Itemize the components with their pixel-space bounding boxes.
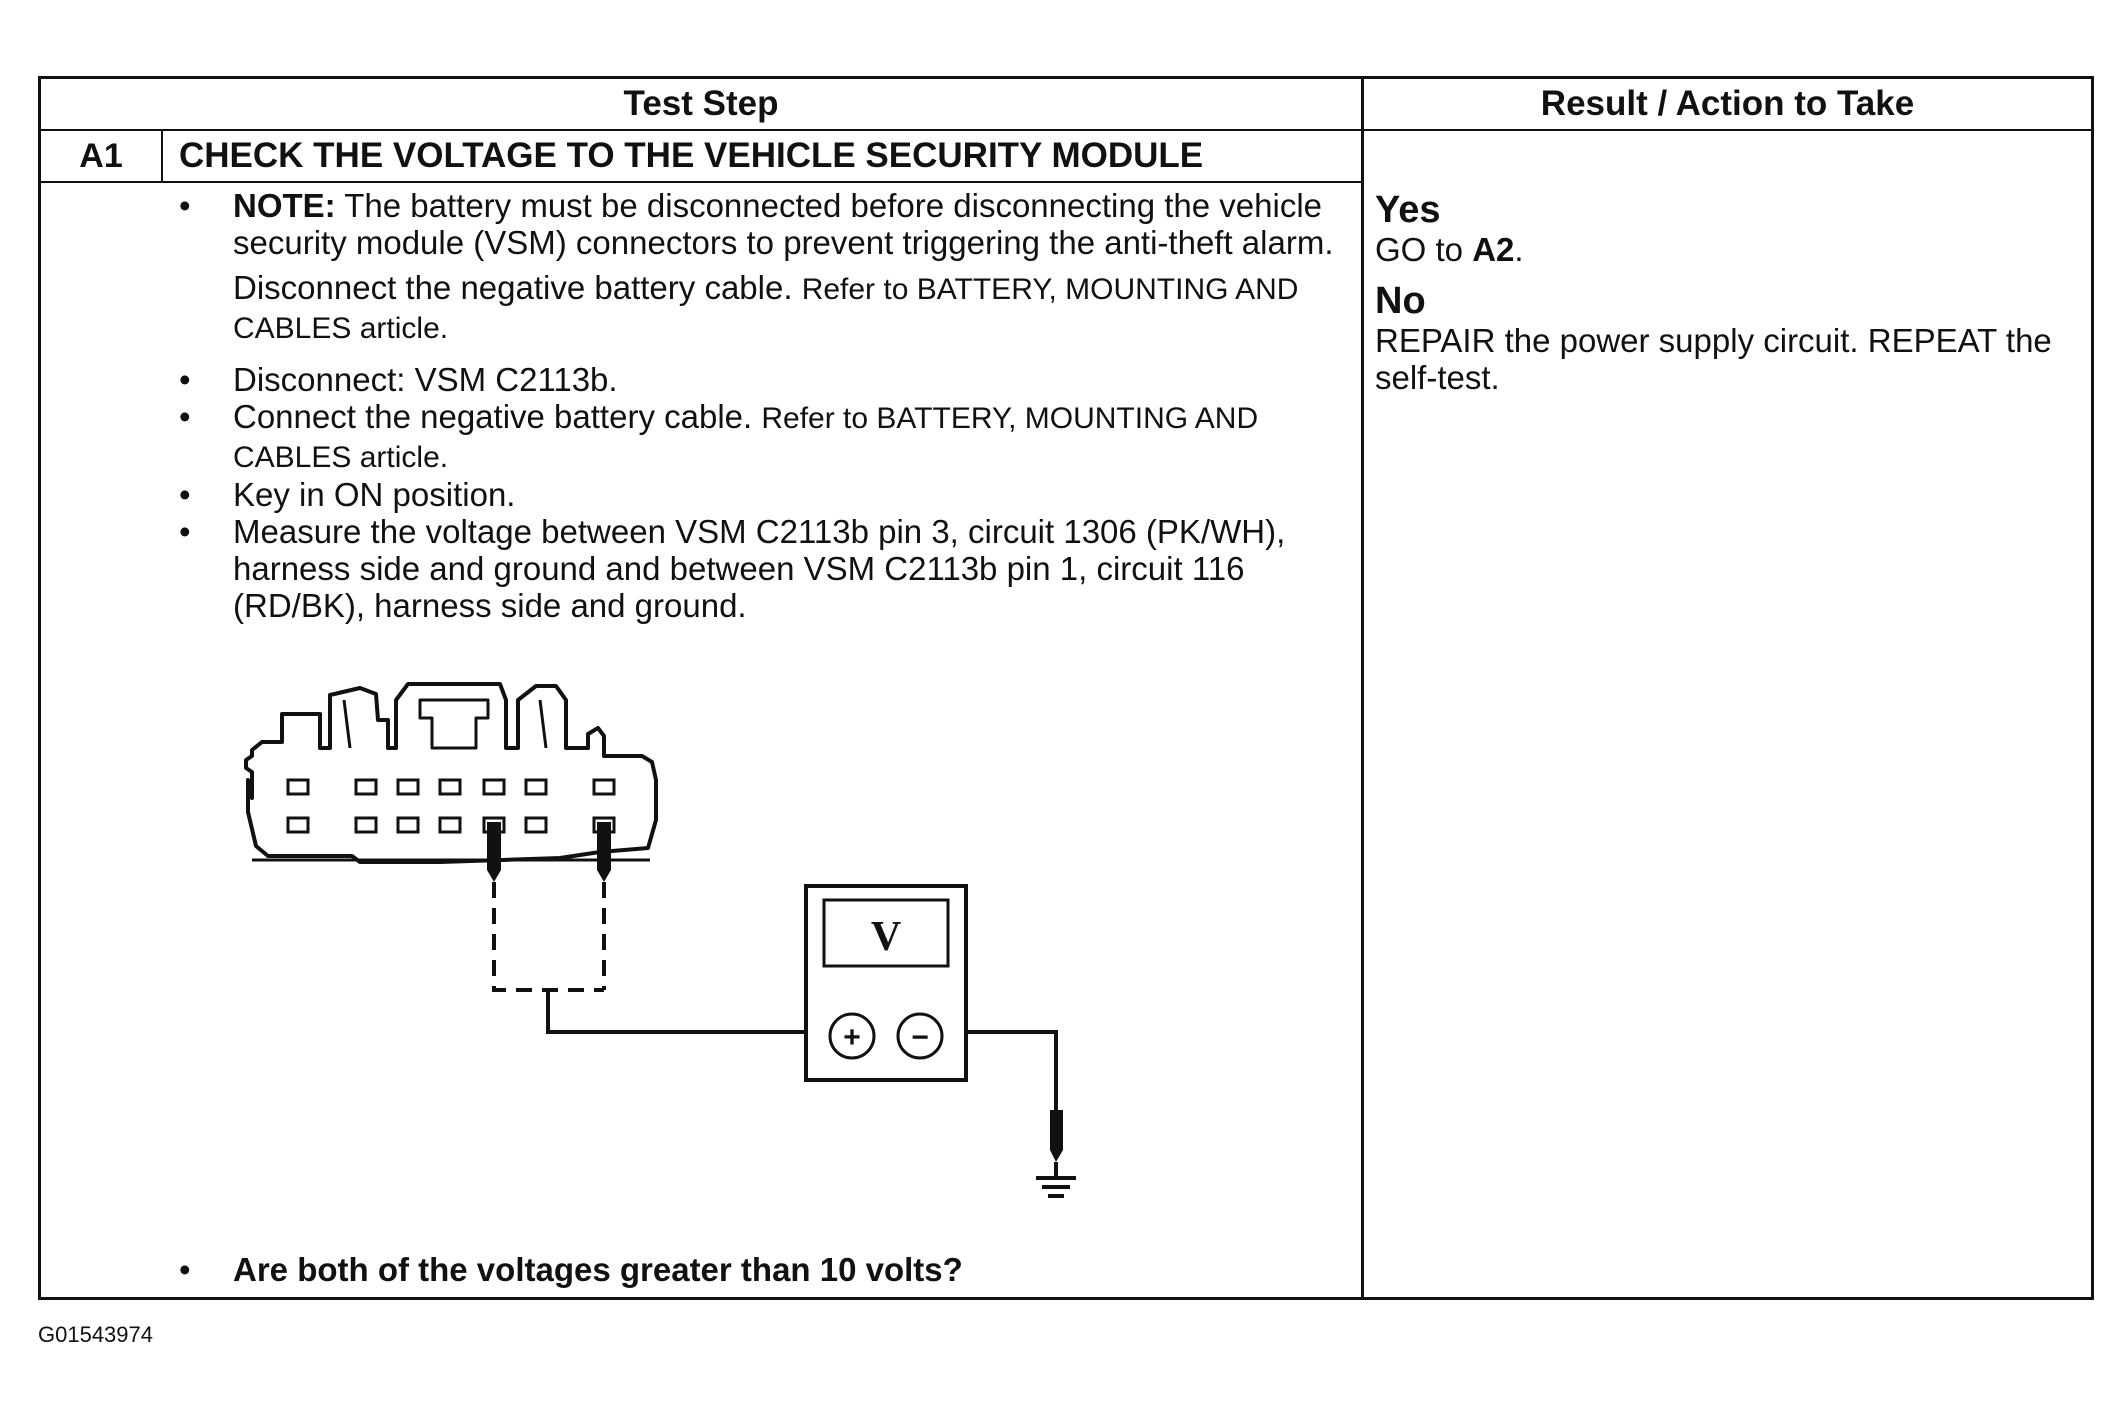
pin-cavity <box>396 816 420 834</box>
pin-cavities <box>286 778 616 834</box>
procedure-disconnect-vsm: • Disconnect: VSM C2113b. <box>171 361 1371 398</box>
voltmeter-icon: V + − <box>804 884 968 1082</box>
minus-sign: − <box>911 1021 929 1054</box>
procedure-question: • Are both of the voltages greater than 1… <box>171 1251 963 1289</box>
probe-tip-pin-3 <box>487 822 501 870</box>
pin-cavity <box>482 778 506 796</box>
disconnect-vsm-text: Disconnect: VSM C2113b. <box>233 361 618 398</box>
ground-probe-body <box>1050 1110 1063 1150</box>
step-id: A1 <box>79 137 123 175</box>
disconnect-cable-text: Disconnect the negative battery cable. <box>233 269 793 306</box>
plus-sign: + <box>843 1021 861 1054</box>
pin-cavity <box>592 778 616 796</box>
measure-text: Measure the voltage between VSM C2113b p… <box>233 513 1286 624</box>
bullet: • <box>179 476 191 513</box>
probe-tip-pin-1 <box>597 822 611 870</box>
pin-cavity <box>286 816 310 834</box>
pin-cavity <box>524 778 548 796</box>
pin-cavity <box>354 816 378 834</box>
procedure-measure: • Measure the voltage between VSM C2113b… <box>171 513 1371 624</box>
lead-from-minus <box>940 1030 1058 1110</box>
plus-terminal <box>828 1012 876 1060</box>
yes-action-suffix: . <box>1514 231 1524 268</box>
disconnect-cable-ref: Refer to BATTERY, MOUNTING AND CABLES ar… <box>233 273 1299 345</box>
no-action: REPAIR the power supply circuit. REPEAT … <box>1375 322 2052 396</box>
connector-latch-inner <box>342 699 548 749</box>
test-step-table: Test Step Result / Action to Take A1 CHE… <box>38 76 2094 1300</box>
step-row-rule <box>41 181 1361 183</box>
connect-cable-text: Connect the negative battery cable. <box>233 398 753 435</box>
procedure-disconnect-cable: Disconnect the negative battery cable. R… <box>171 269 1371 347</box>
pin-cavity <box>396 778 420 796</box>
lead-pin-3 <box>492 882 604 992</box>
bullet: • <box>179 513 191 550</box>
yes-action: GO to A2. <box>1375 231 2085 268</box>
connector-body <box>244 682 658 864</box>
header-result-action: Result / Action to Take <box>1540 84 1915 123</box>
probe-tips <box>487 822 611 882</box>
pin-cavity <box>286 778 310 796</box>
yes-action-target: A2 <box>1472 231 1515 268</box>
note-label: NOTE: <box>233 187 336 224</box>
lead-to-plus <box>546 990 822 1034</box>
voltmeter-display <box>822 898 950 968</box>
procedure-list: • NOTE: The battery must be disconnected… <box>171 187 1371 624</box>
minus-terminal <box>896 1012 944 1060</box>
connect-cable-ref: Refer to BATTERY, MOUNTING AND CABLES ar… <box>233 402 1259 474</box>
pin-cavity <box>438 816 462 834</box>
bullet: • <box>179 1251 191 1288</box>
yes-label: Yes <box>1375 189 1441 231</box>
column-divider <box>1361 79 1364 1299</box>
pin-cavity <box>438 778 462 796</box>
procedure-key-on: • Key in ON position. <box>171 476 1371 513</box>
pin-cavity <box>354 778 378 796</box>
note-text: The battery must be disconnected before … <box>233 187 1334 261</box>
procedure-note: • NOTE: The battery must be disconnected… <box>171 187 1371 261</box>
yes-action-prefix: GO to <box>1375 231 1473 268</box>
figure-code: G01543974 <box>38 1322 153 1347</box>
step-title: CHECK THE VOLTAGE TO THE VEHICLE SECURIT… <box>179 136 1204 175</box>
header-rule <box>41 129 2091 131</box>
probe-tip-point <box>597 870 611 882</box>
question-text: Are both of the voltages greater than 10… <box>233 1251 963 1288</box>
bullet: • <box>179 361 191 398</box>
dashed-leads <box>492 882 606 992</box>
ground-symbol-icon <box>1036 1162 1076 1198</box>
solid-leads <box>546 990 1058 1110</box>
no-label: No <box>1375 280 1426 322</box>
key-on-text: Key in ON position. <box>233 476 516 513</box>
step-id-divider <box>161 129 163 181</box>
probe-tip-point <box>487 870 501 882</box>
procedure-connect-cable: • Connect the negative battery cable. Re… <box>171 398 1371 476</box>
ground-probe-point <box>1050 1150 1063 1162</box>
ground-probe <box>1050 1110 1063 1162</box>
header-test-step: Test Step <box>623 84 779 123</box>
bullet: • <box>179 187 191 224</box>
bullet: • <box>179 398 191 435</box>
result-column: Yes GO to A2. No REPAIR the power supply… <box>1375 189 2085 396</box>
pin-cavity <box>524 816 548 834</box>
connector-latch <box>418 698 490 750</box>
voltmeter-symbol: V <box>871 914 901 960</box>
